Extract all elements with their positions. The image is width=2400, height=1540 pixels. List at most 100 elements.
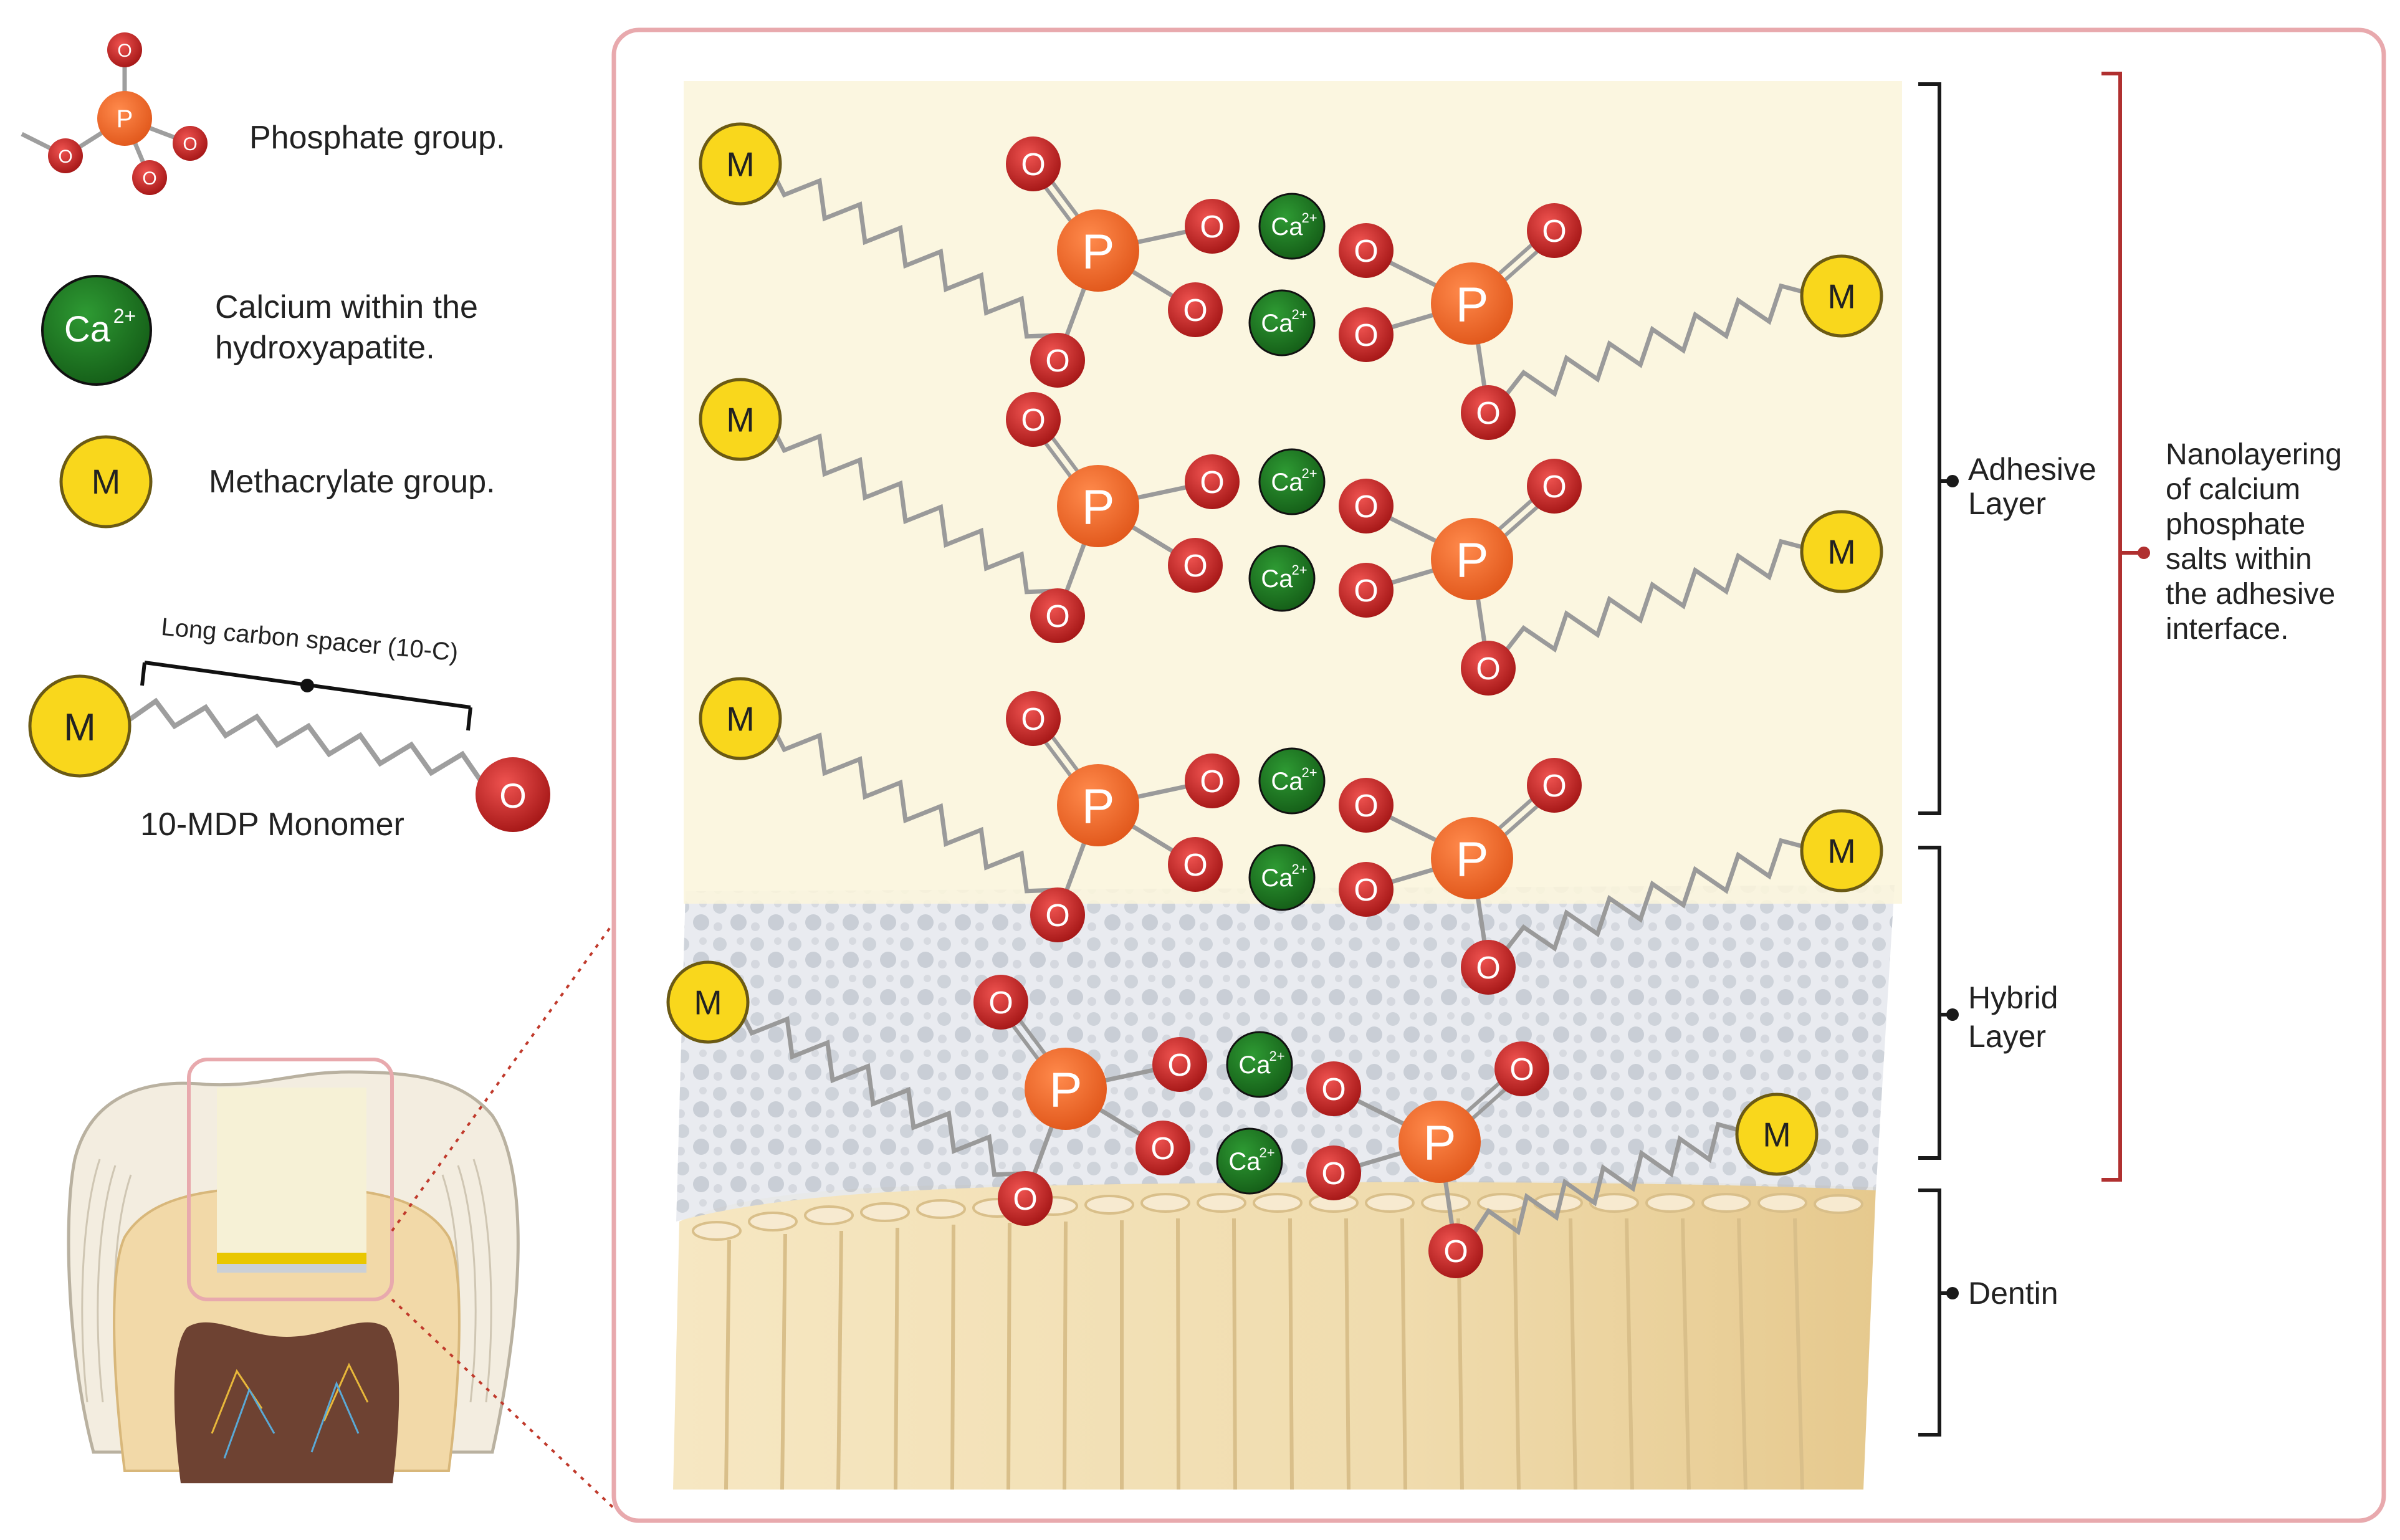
oxygen-atom: O [1494,1041,1549,1096]
svg-text:M: M [694,984,722,1022]
methacrylate-atom: M [699,378,782,461]
adhesive-layer-label-1: Adhesive [1968,452,2096,487]
adhesive-bracket [1918,82,1941,815]
svg-text:Ca: Ca [1271,768,1303,795]
svg-text:O: O [1013,1181,1037,1217]
svg-text:O: O [1354,233,1378,269]
svg-text:O: O [1021,146,1045,182]
svg-text:Ca: Ca [1271,469,1303,496]
svg-text:Ca: Ca [64,309,111,350]
calcium-ion: Ca2+ [1248,289,1316,356]
oxygen-atom: O [1527,758,1582,813]
calcium-ion: Ca2+ [1248,545,1316,612]
oxygen-atom: O [1006,691,1061,746]
svg-text:O: O [1443,1233,1468,1269]
svg-text:O: O [1183,548,1207,583]
svg-text:Ca: Ca [1271,213,1303,241]
oxygen-atom: O [1527,203,1582,258]
svg-text:phosphate: phosphate [2166,508,2305,541]
svg-text:M: M [1827,278,1855,316]
oxygen-atom: O [1428,1223,1483,1278]
dentin-label: Dentin [1968,1276,2058,1311]
svg-text:M: M [726,401,754,439]
svg-text:Ca: Ca [1261,565,1293,593]
svg-text:O: O [1354,788,1378,823]
svg-text:Ca: Ca [1261,864,1293,892]
oxygen-atom: O [1030,333,1085,388]
oxygen-atom: O [1339,307,1394,362]
oxygen-atom: O [1306,1061,1361,1116]
svg-text:O: O [1542,213,1566,249]
svg-text:2+: 2+ [1301,210,1317,226]
hybrid-layer-label-1: Hybrid [1968,980,2058,1015]
phosphorus-atom: P [1057,764,1139,846]
methacrylate-icon: M [59,435,153,528]
oxygen-atom: O [1306,1145,1361,1200]
methacrylate-atom: M [1800,809,1883,892]
svg-text:O: O [183,134,197,155]
oxygen-atom: O [1339,862,1394,917]
svg-text:P: P [1082,778,1115,834]
legend-calcium-label-1: Calcium within the [215,289,478,325]
svg-text:P: P [1082,224,1115,279]
svg-text:O: O [499,776,527,815]
spacer-label: Long carbon spacer (10-C) [160,613,459,666]
oxygen-atom: O [1006,392,1061,447]
svg-text:O: O [1045,343,1069,378]
oxygen-atom: O [1461,940,1516,995]
oxygen-atom: O [1461,641,1516,696]
dentin-layer-graphic [673,1181,1876,1490]
svg-text:M: M [726,701,754,739]
methacrylate-atom: M [1800,254,1883,338]
tooth-illustration [67,1058,520,1483]
oxygen-atom: O [1030,887,1085,942]
svg-text:2+: 2+ [1301,765,1317,780]
legend-monomer-label: 10-MDP Monomer [140,806,404,843]
svg-text:O: O [1321,1155,1346,1191]
layer-labels: Adhesive Layer Hybrid Layer Dentin [1968,452,2096,1311]
oxygen-atom: O [1168,538,1223,593]
svg-text:M: M [1827,533,1855,572]
oxygen-atom: O [1135,1121,1190,1175]
svg-text:O: O [1509,1051,1534,1087]
mdp-monomer-icon: Long carbon spacer (10-C) M O [28,613,550,832]
methacrylate-atom: M [1735,1093,1819,1176]
phosphorus-atom: P [1398,1101,1481,1183]
svg-text:P: P [1456,831,1489,887]
svg-text:M: M [726,146,754,184]
calcium-icon: Ca 2+ [41,275,152,386]
svg-text:P: P [1049,1062,1083,1117]
svg-text:of calcium: of calcium [2166,473,2300,506]
svg-text:O: O [1183,847,1207,882]
svg-text:O: O [1150,1131,1175,1166]
svg-text:O: O [58,146,72,167]
svg-text:O: O [1183,292,1207,328]
svg-text:M: M [64,706,96,749]
svg-text:Ca: Ca [1238,1051,1271,1079]
methacrylate-atom: M [699,677,782,760]
oxygen-atom: O [1185,454,1240,509]
svg-text:M: M [1762,1116,1790,1154]
nanolayering-note: Nanolayering of calcium phosphate salts … [2166,438,2342,646]
svg-text:M: M [1827,833,1855,871]
svg-text:Ca: Ca [1261,310,1293,337]
hybrid-bracket [1918,846,1941,1160]
calcium-ion: Ca2+ [1258,193,1326,260]
svg-text:P: P [1423,1115,1456,1170]
svg-text:O: O [1200,763,1224,799]
oxygen-atom: O [1185,753,1240,808]
svg-text:2+: 2+ [1269,1048,1284,1064]
svg-text:O: O [1476,651,1500,686]
oxygen-atom: O [1185,199,1240,254]
svg-text:O: O [1167,1047,1192,1083]
phosphorus-atom: P [1431,518,1513,600]
svg-text:O: O [1045,897,1069,933]
svg-text:O: O [1476,395,1500,431]
methacrylate-atom: M [1800,510,1883,593]
svg-text:O: O [1045,598,1069,634]
oxygen-atom: O [1461,385,1516,440]
phosphorus-atom: P [1431,817,1513,899]
